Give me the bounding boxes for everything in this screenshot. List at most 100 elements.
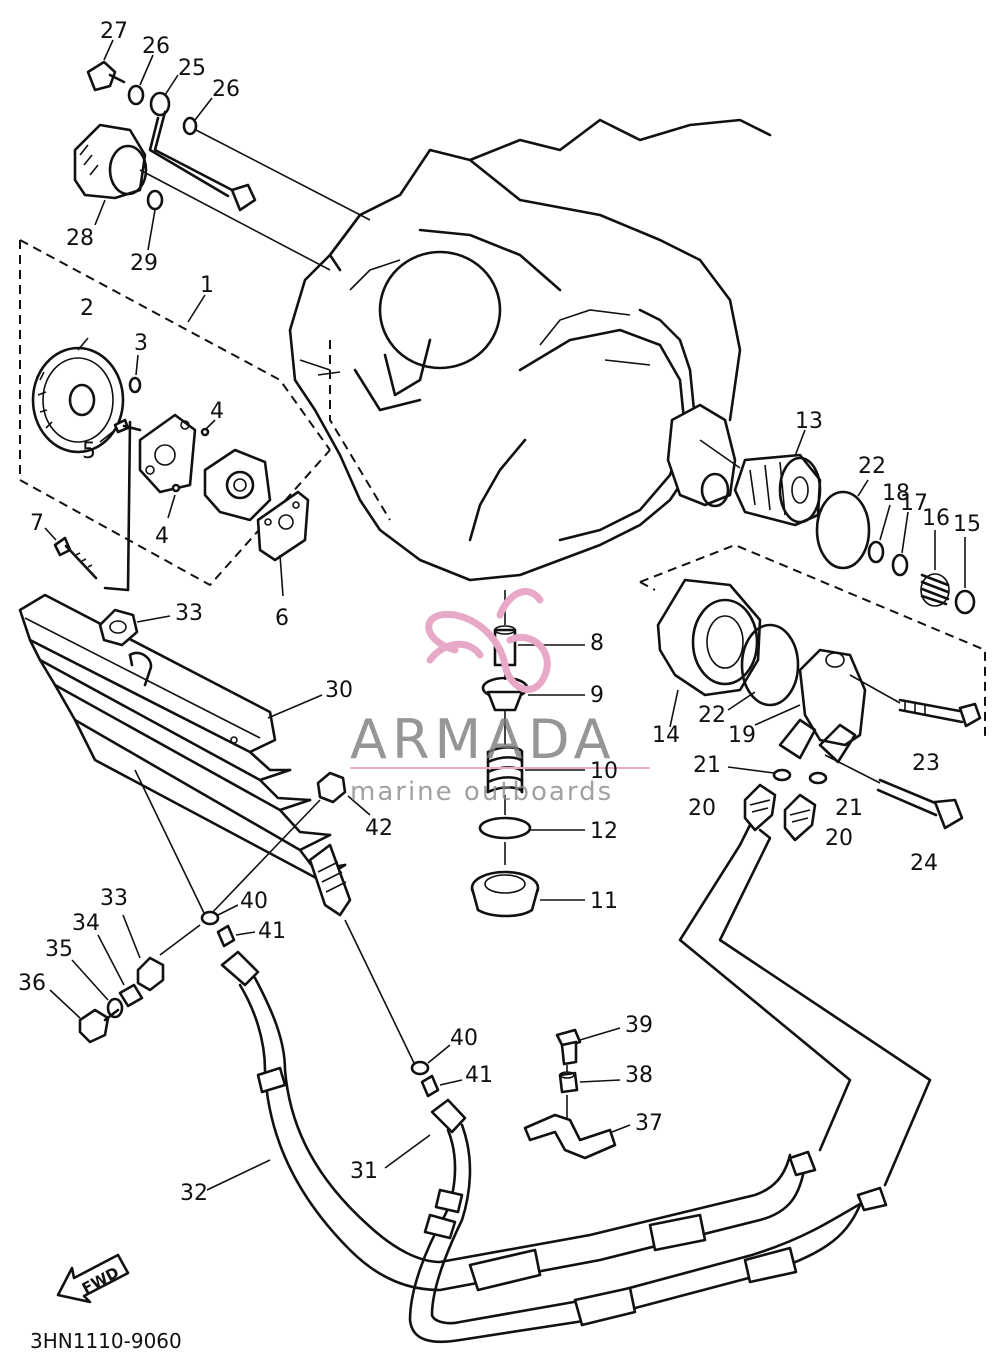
callout-3: 3 xyxy=(134,331,148,356)
callout-4: 4 xyxy=(155,524,169,549)
watermark-title: ARMADA xyxy=(350,708,616,771)
collar-part-38 xyxy=(558,1071,621,1094)
callout-30: 30 xyxy=(325,678,353,703)
callout-7: 7 xyxy=(30,511,44,536)
union-part-20-a xyxy=(743,783,777,832)
callout-28: 28 xyxy=(66,226,94,251)
o-ring-part-22-a xyxy=(815,479,871,570)
bolt-part-36 xyxy=(49,989,120,1044)
callout-41: 41 xyxy=(465,1063,493,1088)
callout-16: 16 xyxy=(922,506,950,531)
o-ring-part-29 xyxy=(146,189,164,251)
washer-part-26-a xyxy=(127,54,154,106)
callout-22: 22 xyxy=(858,454,886,479)
callout-8: 8 xyxy=(590,631,604,656)
callout-25: 25 xyxy=(178,56,206,81)
o-ring-part-22-b xyxy=(727,623,800,711)
callout-41: 41 xyxy=(258,919,286,944)
callout-33: 33 xyxy=(100,886,128,911)
oil-filter-element-part-13 xyxy=(733,429,822,527)
oil-pipe-union-part-19 xyxy=(754,648,867,764)
union-bolt-part-27 xyxy=(86,39,126,92)
bolt-part-39 xyxy=(555,1027,621,1066)
callout-19: 19 xyxy=(728,723,756,748)
oil-pipe-part-25 xyxy=(148,74,257,212)
callout-29: 29 xyxy=(130,251,158,276)
oil-pump-gear-part-2 xyxy=(31,337,125,454)
screw-part-5 xyxy=(99,418,142,443)
filter-cover-part-14 xyxy=(656,578,762,728)
callout-40: 40 xyxy=(240,889,268,914)
oil-hose-part-31 xyxy=(384,1098,888,1344)
cooler-lines xyxy=(134,769,416,1066)
collar-part-41-a xyxy=(216,924,256,948)
callout-40: 40 xyxy=(450,1026,478,1051)
o-ring-part-12 xyxy=(478,816,585,840)
cap-nut-part-33-a xyxy=(98,608,171,647)
callout-26: 26 xyxy=(212,77,240,102)
washer-part-26-b xyxy=(182,97,371,221)
callout-20: 20 xyxy=(688,796,716,821)
callout-37: 37 xyxy=(635,1111,663,1136)
callout-15: 15 xyxy=(953,512,981,537)
washer-part-17 xyxy=(891,511,909,577)
fwd-arrow: FWD xyxy=(56,1253,130,1304)
armada-logo xyxy=(425,588,551,693)
callout-21: 21 xyxy=(693,753,721,778)
oil-cooler-part-30 xyxy=(18,593,352,917)
gasket-part-21-a xyxy=(727,766,792,782)
cap-part-11 xyxy=(470,870,585,918)
callout-4: 4 xyxy=(210,399,224,424)
collar-part-41-b xyxy=(420,1074,463,1098)
callout-39: 39 xyxy=(625,1013,653,1038)
callout-23: 23 xyxy=(912,751,940,776)
nut-part-42 xyxy=(209,771,371,916)
callout-24: 24 xyxy=(910,851,938,876)
diagram-code: 3HN1110-9060 xyxy=(30,1329,182,1353)
callout-12: 12 xyxy=(590,819,618,844)
callout-33: 33 xyxy=(175,601,203,626)
pin-part-3 xyxy=(128,354,142,394)
clamp-part-37 xyxy=(523,1065,631,1160)
oil-strainer-part-28 xyxy=(73,123,331,271)
crankcase-outline xyxy=(288,118,772,582)
oil-pump-cover xyxy=(138,413,197,494)
callout-20: 20 xyxy=(825,826,853,851)
callout-5: 5 xyxy=(82,439,96,464)
washer-part-35 xyxy=(71,959,124,1019)
o-ring-part-40-b xyxy=(410,1044,451,1076)
callout-36: 36 xyxy=(18,971,46,996)
filter-cover-box xyxy=(639,543,986,740)
callout-13: 13 xyxy=(795,409,823,434)
callout-11: 11 xyxy=(590,889,618,914)
spring-part-16 xyxy=(920,530,950,607)
callout-38: 38 xyxy=(625,1063,653,1088)
bolt-part-23 xyxy=(849,674,982,728)
o-ring-part-40-a xyxy=(200,904,239,926)
callout-9: 9 xyxy=(590,683,604,708)
callout-labels: 27 26 25 26 28 29 1 2 3 4 5 4 7 6 13 22 … xyxy=(18,19,981,1206)
oil-pump-body xyxy=(167,419,272,522)
oil-hose-part-32 xyxy=(206,823,932,1292)
callout-21: 21 xyxy=(835,796,863,821)
union-part-20-b xyxy=(783,793,817,842)
callout-32: 32 xyxy=(180,1181,208,1206)
callout-42: 42 xyxy=(365,816,393,841)
callout-18: 18 xyxy=(882,481,910,506)
callout-31: 31 xyxy=(350,1159,378,1184)
watermark-subtitle: marine outboards xyxy=(350,777,613,807)
bolt-part-24 xyxy=(824,754,964,830)
gasket-part-21-b xyxy=(808,771,828,785)
filter-gasket-plate xyxy=(666,403,741,508)
callout-22: 22 xyxy=(698,703,726,728)
bolt-part-7 xyxy=(44,420,132,592)
callout-10: 10 xyxy=(590,759,618,784)
callout-27: 27 xyxy=(100,19,128,44)
gasket-part-6 xyxy=(256,490,310,597)
callout-14: 14 xyxy=(652,723,680,748)
bushing-part-9 xyxy=(481,676,585,712)
collar-part-34 xyxy=(97,934,144,1008)
callout-1: 1 xyxy=(200,273,214,298)
callout-2: 2 xyxy=(80,296,94,321)
